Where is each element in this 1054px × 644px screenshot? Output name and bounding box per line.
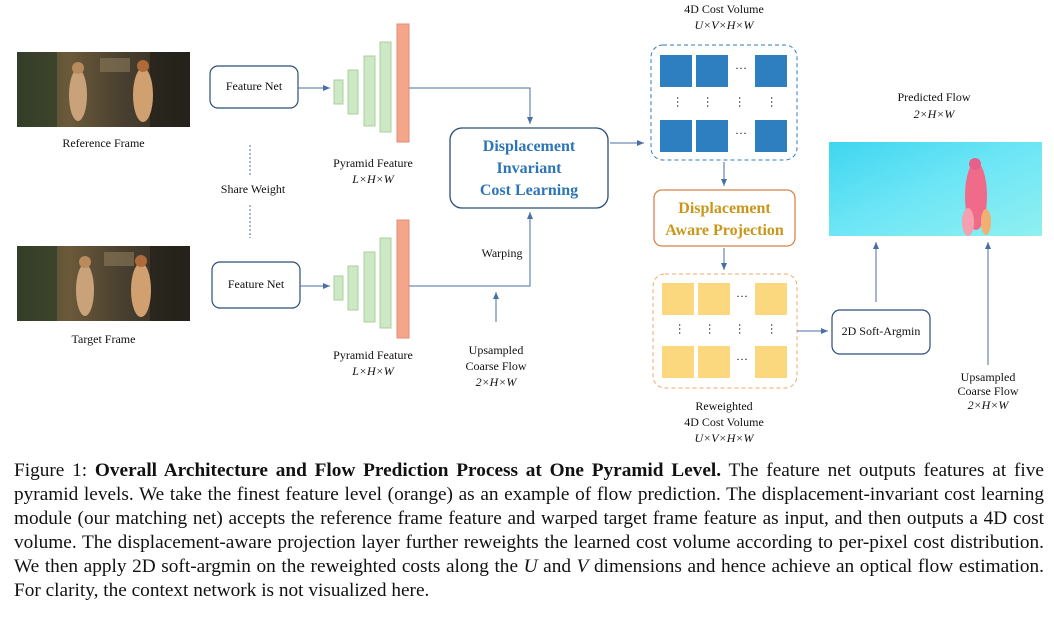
architecture-figure: Reference Frame Target Frame Share Weigh… bbox=[17, 2, 1042, 445]
diagram-canvas bbox=[17, 23, 1042, 389]
pyramid-feature-top bbox=[333, 23, 410, 143]
arrow-reference-feature-to-dicl bbox=[409, 87, 533, 124]
upsampled-right-line-2: Coarse Flow bbox=[957, 384, 1019, 398]
pyramid-bottom-title: Pyramid Feature bbox=[333, 348, 413, 362]
target-frame-label: Target Frame bbox=[71, 332, 136, 346]
cost-volume-title: 4D Cost Volume bbox=[684, 2, 764, 16]
caption-text-b: and bbox=[537, 556, 577, 577]
caption-prefix: Figure 1: bbox=[14, 460, 95, 481]
reweighted-cost-volume-grid bbox=[652, 273, 798, 389]
cost-volume-vdots-1: ··· bbox=[671, 96, 685, 108]
target-frame-image bbox=[17, 246, 190, 321]
reweighted-ellipsis-top: ··· bbox=[736, 289, 748, 303]
soft-argmin-box bbox=[831, 309, 931, 355]
cost-volume-vdots-2: ··· bbox=[701, 96, 715, 108]
upsampled-left-dims: 2×H×W bbox=[475, 375, 517, 389]
dicl-line-1: Displacement bbox=[482, 138, 576, 155]
feature-net-bottom-label: Feature Net bbox=[227, 277, 285, 291]
reweighted-vdots-3: ··· bbox=[733, 323, 747, 335]
pyramid-bottom-dims: L×H×W bbox=[352, 364, 394, 378]
caption-text-a: The feature net outputs features at five… bbox=[14, 460, 1044, 577]
reference-frame-label: Reference Frame bbox=[62, 136, 145, 150]
arrow-warped-feature-to-dicl bbox=[409, 212, 533, 287]
feature-net-top-label: Feature Net bbox=[225, 79, 283, 93]
reweighted-dims: U×V×H×W bbox=[694, 431, 754, 445]
cost-volume-grid bbox=[650, 44, 798, 161]
cost-volume-dims: U×V×H×W bbox=[694, 18, 754, 32]
reweighted-vdots-2: ··· bbox=[703, 323, 717, 335]
reweighted-line-1: Reweighted bbox=[695, 399, 753, 413]
upsampled-right-dims: 2×H×W bbox=[967, 398, 1009, 412]
reference-frame-image bbox=[17, 52, 190, 127]
feature-net-bottom-box bbox=[211, 261, 301, 309]
soft-argmin-label: 2D Soft-Argmin bbox=[841, 324, 921, 338]
warping-label: Warping bbox=[481, 246, 523, 260]
reweighted-line-2: 4D Cost Volume bbox=[684, 415, 764, 429]
cost-volume-vdots-3: ··· bbox=[733, 96, 747, 108]
predicted-flow-image bbox=[829, 142, 1042, 236]
feature-net-top-box bbox=[209, 65, 299, 109]
reweighted-vdots-4: ··· bbox=[765, 323, 779, 335]
pyramid-top-title: Pyramid Feature bbox=[333, 156, 413, 170]
cost-volume-vdots-4: ··· bbox=[765, 96, 779, 108]
cost-volume-ellipsis-top: ··· bbox=[735, 61, 747, 75]
pyramid-feature-bottom bbox=[333, 219, 410, 339]
upsampled-right-line-1: Upsampled bbox=[960, 370, 1016, 384]
predicted-flow-title: Predicted Flow bbox=[897, 90, 971, 104]
upsampled-left-line-2: Coarse Flow bbox=[465, 359, 527, 373]
dap-line-1: Displacement bbox=[678, 200, 771, 217]
share-weight-label: Share Weight bbox=[220, 182, 286, 196]
predicted-flow-dims: 2×H×W bbox=[913, 107, 955, 121]
upsampled-left-line-1: Upsampled bbox=[468, 343, 524, 357]
dap-line-2: Aware Projection bbox=[665, 222, 784, 239]
reweighted-ellipsis-bottom: ··· bbox=[736, 352, 748, 366]
reweighted-vdots-1: ··· bbox=[673, 323, 687, 335]
caption-var-u: U bbox=[523, 556, 538, 577]
dicl-box bbox=[449, 127, 609, 209]
figure-caption: Figure 1: Overall Architecture and Flow … bbox=[14, 459, 1044, 603]
caption-text-c: dimensions and hence achieve an optical … bbox=[14, 556, 1044, 601]
dicl-line-2: Invariant bbox=[496, 160, 562, 177]
caption-var-v: V bbox=[576, 556, 589, 577]
cost-volume-ellipsis-bottom: ··· bbox=[735, 126, 747, 140]
dap-box bbox=[653, 189, 796, 247]
caption-bold-title: Overall Architecture and Flow Prediction… bbox=[94, 460, 722, 481]
pyramid-top-dims: L×H×W bbox=[352, 172, 394, 186]
dicl-line-3: Cost Learning bbox=[479, 182, 579, 199]
